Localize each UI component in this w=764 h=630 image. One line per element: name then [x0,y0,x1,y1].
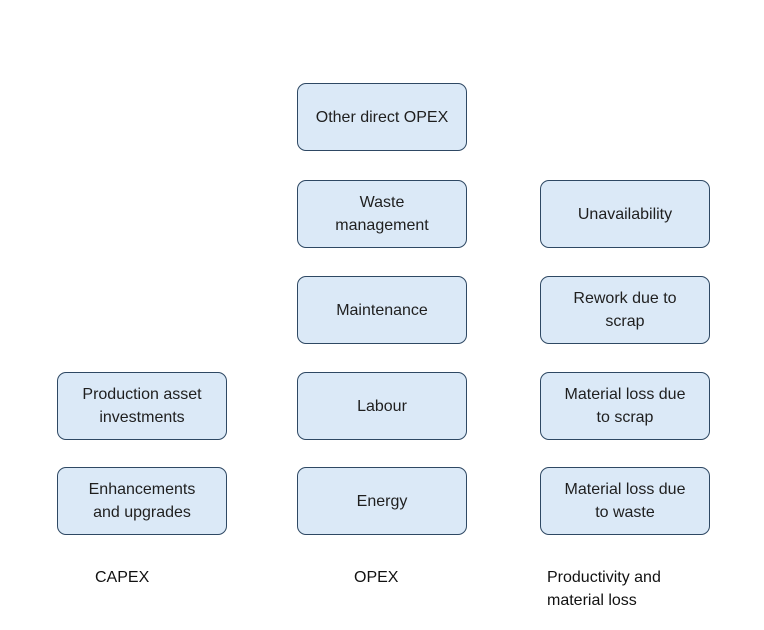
box-rework-due-to-scrap: Rework due to scrap [540,276,710,344]
box-unavailability: Unavailability [540,180,710,248]
box-waste-management: Waste management [297,180,467,248]
box-enhancements-and-upgrades: Enhancements and upgrades [57,467,227,535]
box-material-loss-due-to-scrap: Material loss due to scrap [540,372,710,440]
box-other-direct-opex: Other direct OPEX [297,83,467,151]
column-label-capex: CAPEX [95,569,150,586]
column-label-opex: OPEX [354,569,399,586]
column-label-productivity-and-material-loss: Productivity and material loss [547,569,661,609]
box-labour: Labour [297,372,467,440]
box-production-asset-investments: Production asset investments [57,372,227,440]
box-material-loss-due-to-waste: Material loss due to waste [540,467,710,535]
box-maintenance: Maintenance [297,276,467,344]
box-energy: Energy [297,467,467,535]
